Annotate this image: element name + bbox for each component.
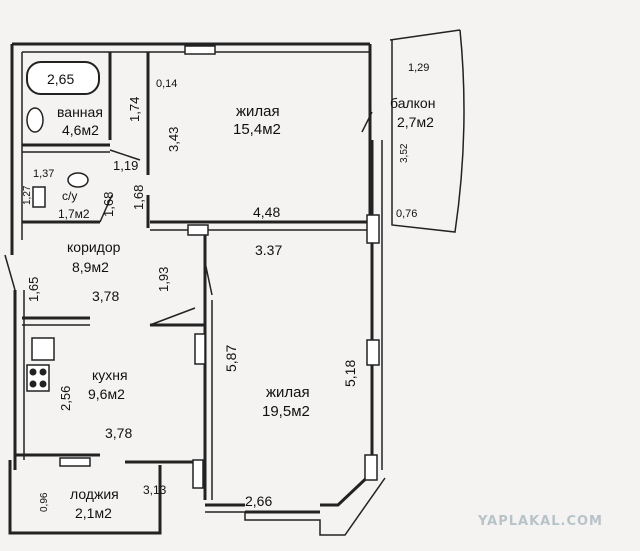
dim-1-37: 1,37 [33, 168, 54, 180]
dim-3-52: 3,52 [399, 143, 410, 163]
bathtub-area: 2,65 [47, 71, 74, 87]
dim-3-78-b: 3,78 [105, 425, 132, 441]
bathtub-icon [26, 61, 100, 95]
dim-3-13: 3,13 [143, 483, 167, 497]
wc-name: с/у [62, 189, 77, 203]
kitchen-bottom-wall [15, 453, 205, 464]
burner-4-icon [39, 380, 47, 388]
dim-1-19: 1,19 [113, 158, 138, 173]
corridor-size: 8,9м2 [72, 259, 109, 275]
dim-1-74: 1,74 [127, 97, 142, 122]
living2-name: жилая [266, 384, 310, 401]
dim-3-78-a: 3,78 [92, 288, 119, 304]
watermark: YAPLAKAL.COM [477, 514, 603, 529]
bottom-wall [205, 468, 377, 514]
bottom-bay [205, 477, 386, 536]
bathroom-size: 4,6м2 [62, 122, 99, 138]
window-center-1 [194, 333, 206, 365]
walls [8, 29, 465, 536]
room-labels: 2,65 ванная 4,6м2 жилая 15,4м2 балкон 2,… [47, 71, 435, 521]
burner-3-icon [29, 380, 37, 388]
dim-1-27: 1,27 [22, 185, 33, 205]
wc-size: 1,7м2 [58, 207, 90, 221]
living2-size: 19,5м2 [262, 403, 310, 420]
dim-1-68-b: 1,68 [131, 185, 146, 210]
dim-1-93: 1,93 [156, 267, 171, 292]
corridor-name: коридор [67, 239, 121, 255]
kitchen-size: 9,6м2 [88, 386, 125, 402]
loggia-size: 2,1м2 [75, 505, 112, 521]
bath-wall [108, 52, 150, 228]
balcony-name: балкон [390, 95, 435, 111]
window-living1 [184, 45, 216, 55]
balcony-size: 2,7м2 [397, 114, 434, 130]
toilet-icon [67, 172, 89, 188]
door-wc [99, 194, 113, 223]
window-right-2 [366, 339, 380, 366]
dim-2-66: 2,66 [245, 493, 272, 509]
bathroom-name: ванная [57, 104, 103, 120]
burner-1-icon [29, 368, 37, 376]
door-bath [109, 149, 141, 161]
dim-1-65: 1,65 [26, 277, 41, 302]
door-living1 [361, 111, 373, 133]
balcony-outer [389, 29, 465, 233]
burner-2-icon [39, 368, 47, 376]
sink-icon [26, 107, 44, 133]
left-wall-inner [21, 52, 25, 460]
dim-3-37: 3.37 [255, 242, 282, 258]
door-entry [4, 254, 16, 291]
doors [4, 111, 373, 326]
dimension-labels: 0,14 1,74 3,43 1,29 3,52 0,76 1,19 1,37 … [22, 62, 429, 512]
dim-1-68-a: 1,68 [101, 192, 116, 217]
window-right-3 [364, 454, 378, 481]
door-corridor [204, 261, 213, 296]
dim-0-76: 0,76 [396, 208, 417, 220]
dim-3-43: 3,43 [166, 127, 181, 152]
loggia-wall [8, 460, 162, 535]
kitchen-top-wall [22, 316, 205, 327]
dim-0-14: 0,14 [156, 78, 177, 90]
door-kitchen [149, 307, 196, 326]
kitchen-vent [59, 457, 91, 467]
dim-4-48: 4,48 [253, 204, 280, 220]
kitchen-name: кухня [92, 367, 128, 383]
window-center-2 [192, 459, 204, 489]
dim-5-87: 5,87 [223, 345, 239, 372]
living1-name: жилая [236, 103, 280, 120]
stove-icon [26, 364, 50, 392]
door-frame [187, 224, 209, 236]
fixtures [26, 61, 100, 392]
wc-sink-icon [32, 186, 46, 208]
loggia-name: лоджия [70, 486, 119, 502]
dim-2-56: 2,56 [58, 386, 73, 411]
dim-5-18: 5,18 [342, 360, 358, 387]
living1-size: 15,4м2 [233, 121, 281, 138]
left-wall [10, 44, 17, 470]
dim-0-96: 0,96 [39, 492, 50, 512]
kitchen-sink-icon [31, 337, 55, 361]
dim-1-29: 1,29 [408, 62, 429, 74]
windows [59, 45, 380, 489]
window-right-1 [366, 214, 380, 244]
